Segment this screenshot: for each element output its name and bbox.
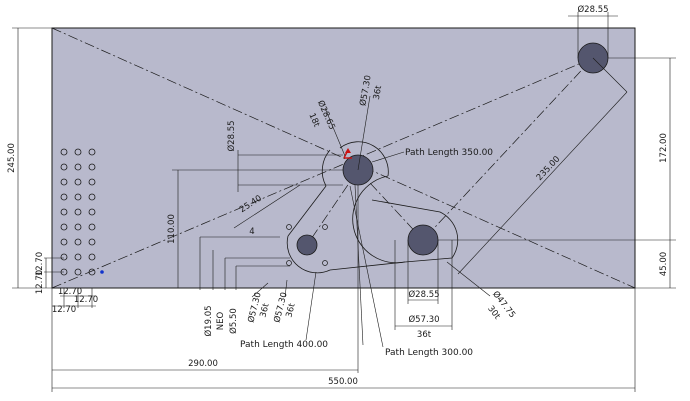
grid-hole (88, 223, 96, 231)
dim-left-offset: 290.00 (188, 359, 218, 369)
dimension-lines (12, 12, 676, 392)
hole-small-mount-2 (322, 224, 328, 230)
path-labels: Path Length 350.00 Path Length 400.00 Pa… (240, 148, 493, 358)
dim-pitch-5: 12.70 (52, 305, 76, 315)
grid-hole (74, 178, 82, 186)
dim-low-550: Ø5.50 (228, 308, 239, 334)
dim-pitch-1: 12.70 (35, 252, 45, 276)
hole-small-mount-4 (322, 260, 328, 266)
grid-hole (88, 268, 96, 276)
label-path-400: Path Length 400.00 (240, 340, 328, 350)
grid-hole (60, 148, 68, 156)
grid-hole (60, 253, 68, 261)
dim-pitch-2: 12.70 (35, 270, 45, 294)
grid-hole (88, 148, 96, 156)
grid-hole (88, 163, 96, 171)
label-path-350: Path Length 350.00 (405, 148, 493, 158)
point-marker-icon (100, 270, 104, 274)
dim-low-neo: NEO (216, 311, 226, 330)
dim-pitch-4: 12.70 (74, 295, 98, 305)
hole-bottom (407, 224, 439, 256)
grid-hole (74, 253, 82, 261)
grid-hole (60, 238, 68, 246)
hole-small-mount-3 (286, 260, 292, 266)
label-path-300: Path Length 300.00 (385, 348, 473, 358)
grid-hole (88, 193, 96, 201)
grid-hole (74, 223, 82, 231)
grid-hole (88, 178, 96, 186)
dim-top-36t: 36t (372, 84, 384, 100)
grid-hole (60, 178, 68, 186)
grid-hole (74, 238, 82, 246)
hole-grid (60, 148, 96, 276)
dim-bottom-5730: Ø57.30 (408, 314, 439, 325)
dim-overall-width: 550.00 (328, 377, 358, 387)
grid-hole (74, 193, 82, 201)
grid-hole (74, 163, 82, 171)
dim-overall-height: 245.00 (7, 143, 17, 173)
dim-hole-small-left: Ø28.55 (226, 120, 237, 151)
grid-hole (74, 208, 82, 216)
grid-hole (74, 148, 82, 156)
dim-bottom-36t: 36t (417, 330, 432, 340)
grid-hole (88, 238, 96, 246)
grid-hole (60, 193, 68, 201)
grid-hole (88, 253, 96, 261)
origin-marker-icon (343, 148, 352, 159)
dim-center-vertical: 110.00 (167, 214, 177, 244)
grid-hole (74, 268, 82, 276)
grid-hole (60, 208, 68, 216)
grid-hole (88, 208, 96, 216)
dim-low-36tb: 36t (284, 302, 297, 319)
grid-hole (60, 223, 68, 231)
dim-right-bottom: 45.00 (659, 252, 669, 276)
dim-low-36ta: 36t (258, 302, 271, 319)
hole-small-mount-1 (286, 224, 292, 230)
grid-hole (60, 163, 68, 171)
dim-small-4: 4 (249, 227, 254, 237)
dim-top-5730: Ø57.30 (357, 74, 373, 106)
dim-pitch-3: 12.70 (58, 287, 82, 297)
dim-right-top: 172.00 (659, 133, 669, 163)
dim-top-hole: Ø28.55 (577, 4, 608, 15)
dimension-text: 550.00 290.00 245.00 172.00 45.00 Ø28.55… (7, 4, 669, 387)
dim-bottom-hole: Ø28.55 (408, 289, 439, 300)
chain-paths (286, 141, 459, 274)
dim-low-1905: Ø19.05 (203, 305, 214, 336)
hole-small (296, 234, 318, 256)
